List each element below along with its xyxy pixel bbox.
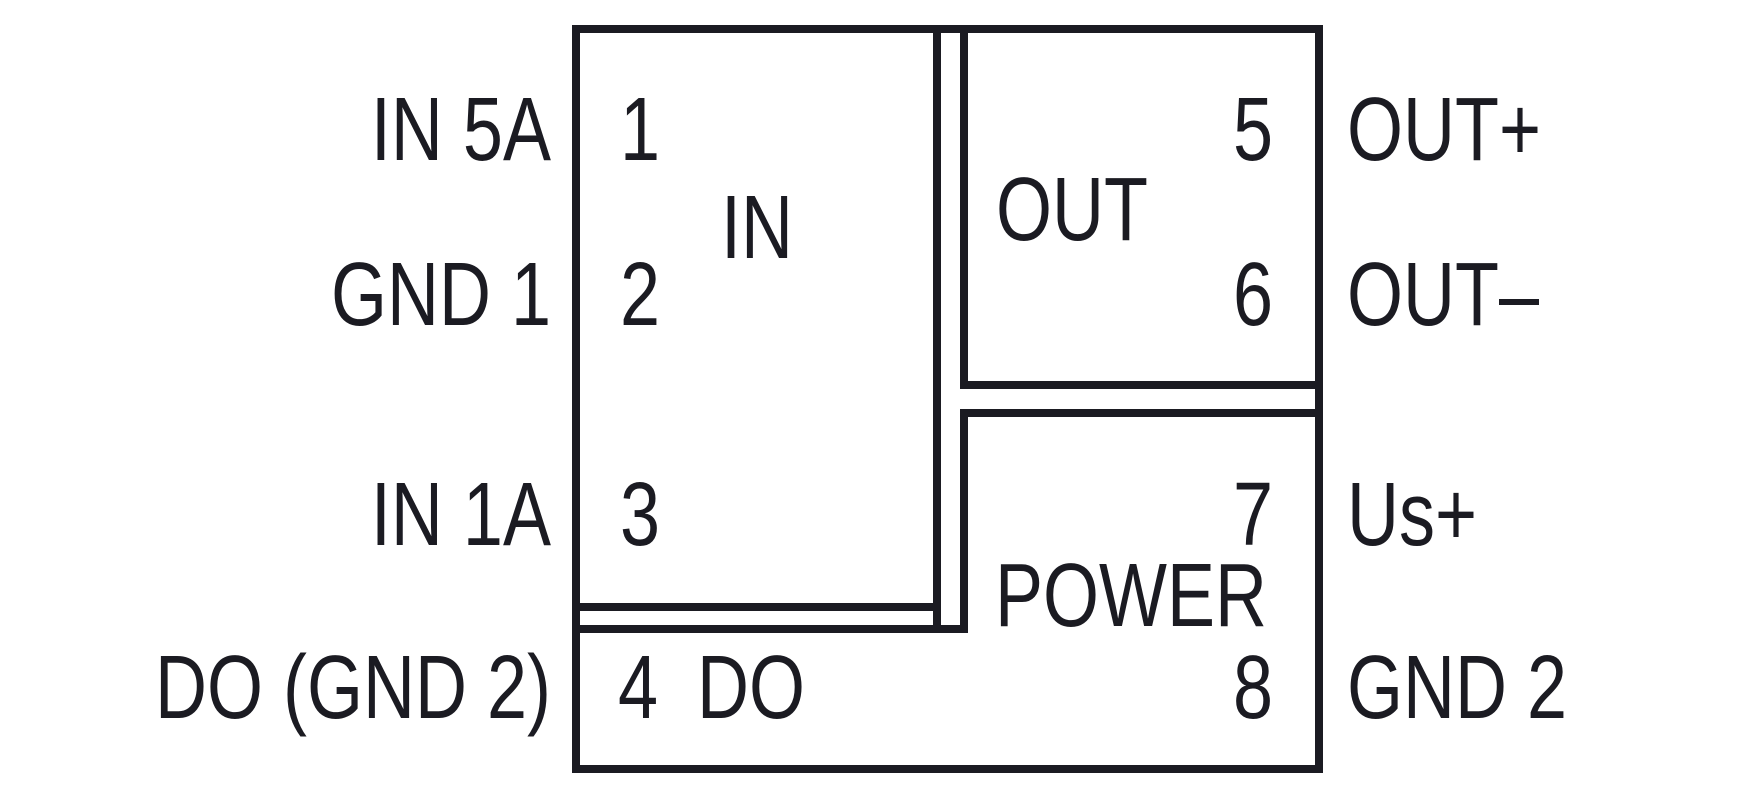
do-block-label: DO <box>697 638 805 738</box>
terminal-label-gnd-1: GND 1 <box>330 245 551 345</box>
out-block-outline <box>960 25 1323 389</box>
out-block-label: OUT <box>996 160 1148 260</box>
terminal-label-out-plus: OUT+ <box>1347 80 1542 180</box>
power-block-top-line <box>960 409 1323 417</box>
terminal-label-us-plus: Us+ <box>1347 465 1478 565</box>
pin-number-8: 8 <box>1232 638 1273 738</box>
pin-number-7: 7 <box>1232 465 1273 565</box>
terminal-label-in-1a: IN 1A <box>370 465 551 565</box>
pin-number-1: 1 <box>620 80 661 180</box>
in-block-right-edge-stub <box>933 603 941 633</box>
terminal-label-do-gnd-2: DO (GND 2) <box>155 638 551 738</box>
pin-number-2: 2 <box>620 245 661 345</box>
do-strip-top-line <box>572 625 968 633</box>
pin-number-4: 4 <box>618 638 659 738</box>
pin-number-6: 6 <box>1232 245 1273 345</box>
terminal-label-out-minus: OUT– <box>1347 245 1540 345</box>
pin-number-5: 5 <box>1232 80 1273 180</box>
terminal-label-in-5a: IN 5A <box>370 80 551 180</box>
in-block-outline <box>572 25 941 611</box>
power-block-label: POWER <box>995 546 1268 646</box>
pin-number-3: 3 <box>620 465 661 565</box>
in-block-label: IN <box>721 178 793 278</box>
power-block-left-line <box>960 409 968 633</box>
terminal-label-gnd-2: GND 2 <box>1347 638 1568 738</box>
